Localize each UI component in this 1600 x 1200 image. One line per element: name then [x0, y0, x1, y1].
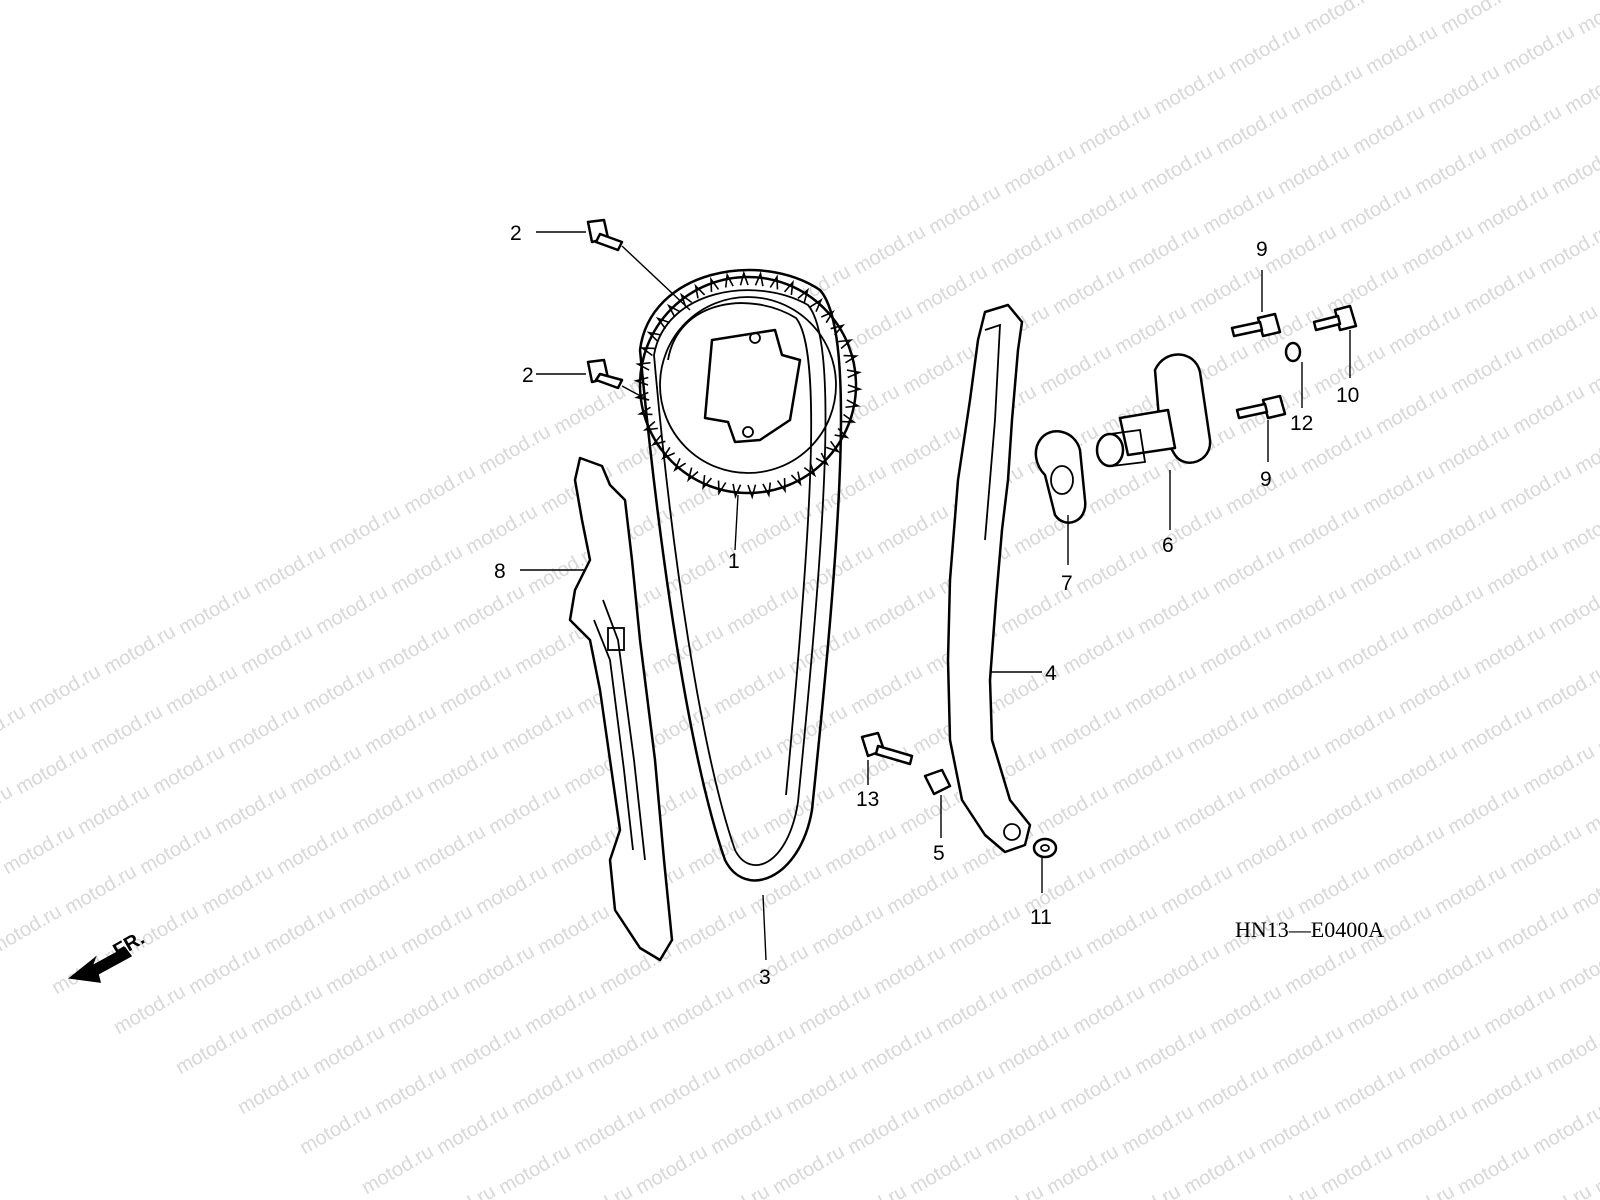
callout-2-lower: 2 — [522, 364, 534, 387]
leader-lines — [520, 231, 1351, 961]
sprocket-tooth — [666, 303, 681, 318]
gasket[interactable] — [1034, 430, 1087, 524]
sprocket-tooth — [847, 384, 863, 394]
sprocket-tooth — [694, 283, 706, 299]
sealing-bolt[interactable] — [1312, 304, 1358, 332]
flange-bolt-lower[interactable] — [1235, 394, 1287, 420]
cam-chain[interactable] — [638, 268, 843, 882]
callout-11: 11 — [1030, 906, 1052, 929]
callout-9-lower: 9 — [1260, 468, 1272, 491]
callout-1: 1 — [728, 550, 740, 573]
sealing-washer[interactable] — [1284, 341, 1302, 363]
sprocket-tooth — [762, 482, 772, 498]
pivot-bolt[interactable] — [860, 731, 914, 766]
callout-2-upper: 2 — [510, 222, 522, 245]
sprocket-tooth — [783, 279, 794, 295]
callout-13: 13 — [856, 788, 879, 811]
sprocket-tooth — [825, 440, 841, 454]
sprocket-tooth — [732, 483, 742, 499]
callout-7: 7 — [1061, 572, 1073, 595]
sprocket-tooth — [815, 452, 830, 467]
sprocket-tooth — [739, 270, 749, 286]
callout-4: 4 — [1045, 662, 1057, 685]
sprocket-tooth — [769, 274, 779, 290]
sprocket-tooth — [710, 276, 720, 292]
sprocket-tooth — [702, 475, 713, 491]
sprocket-tooth — [803, 462, 817, 478]
sprocket-tooth — [642, 420, 658, 431]
sprocket-tooth — [655, 316, 671, 330]
washer[interactable] — [1032, 837, 1058, 859]
sprocket-tooth — [635, 361, 651, 371]
sprocket-tooth — [776, 478, 786, 494]
callout-5: 5 — [933, 842, 945, 865]
callout-9-upper: 9 — [1256, 238, 1268, 261]
sprocket-tooth — [639, 347, 655, 357]
collar[interactable] — [923, 768, 952, 796]
sprocket-tooth — [724, 272, 734, 288]
callout-12: 12 — [1290, 412, 1313, 435]
cam-sprocket[interactable] — [633, 270, 863, 500]
sprocket-tooth — [845, 399, 861, 409]
callout-6: 6 — [1162, 534, 1174, 557]
callout-3: 3 — [759, 966, 771, 989]
bolt-upper[interactable] — [586, 218, 624, 252]
sprocket-tooth — [809, 298, 823, 313]
bolt-lower[interactable] — [586, 358, 624, 390]
tensioner-slipper[interactable] — [946, 303, 1032, 854]
front-chain-guide[interactable] — [568, 456, 674, 962]
front-arrow-icon: FR. — [68, 927, 148, 983]
sprocket-tooth — [843, 354, 859, 364]
sprocket-tooth — [673, 457, 687, 472]
sprocket-tooth — [650, 434, 666, 447]
diagram-code: HN13—E0400A — [1235, 917, 1384, 942]
sprocket-tooth — [679, 292, 693, 308]
sprocket-tooth — [846, 369, 862, 379]
sprocket-tooth — [790, 471, 802, 487]
sprocket-tooth — [747, 484, 757, 500]
sprocket-tooth — [646, 331, 662, 343]
flange-bolt-upper[interactable] — [1230, 312, 1282, 338]
callout-10: 10 — [1336, 384, 1359, 407]
sprocket-tooth — [717, 480, 727, 496]
callout-8: 8 — [494, 560, 506, 583]
sprocket-tooth — [661, 446, 676, 460]
tensioner-lifter[interactable] — [1095, 353, 1212, 468]
sprocket-tooth — [686, 467, 699, 483]
callout-labels: 2 2 1 8 3 4 13 5 11 7 6 9 9 12 10 — [494, 222, 1359, 989]
sprocket-tooth — [841, 413, 857, 423]
sprocket-tooth — [797, 287, 810, 303]
sprocket-tooth — [820, 310, 835, 324]
sprocket-tooth — [838, 339, 854, 350]
sprocket-tooth — [754, 271, 764, 287]
